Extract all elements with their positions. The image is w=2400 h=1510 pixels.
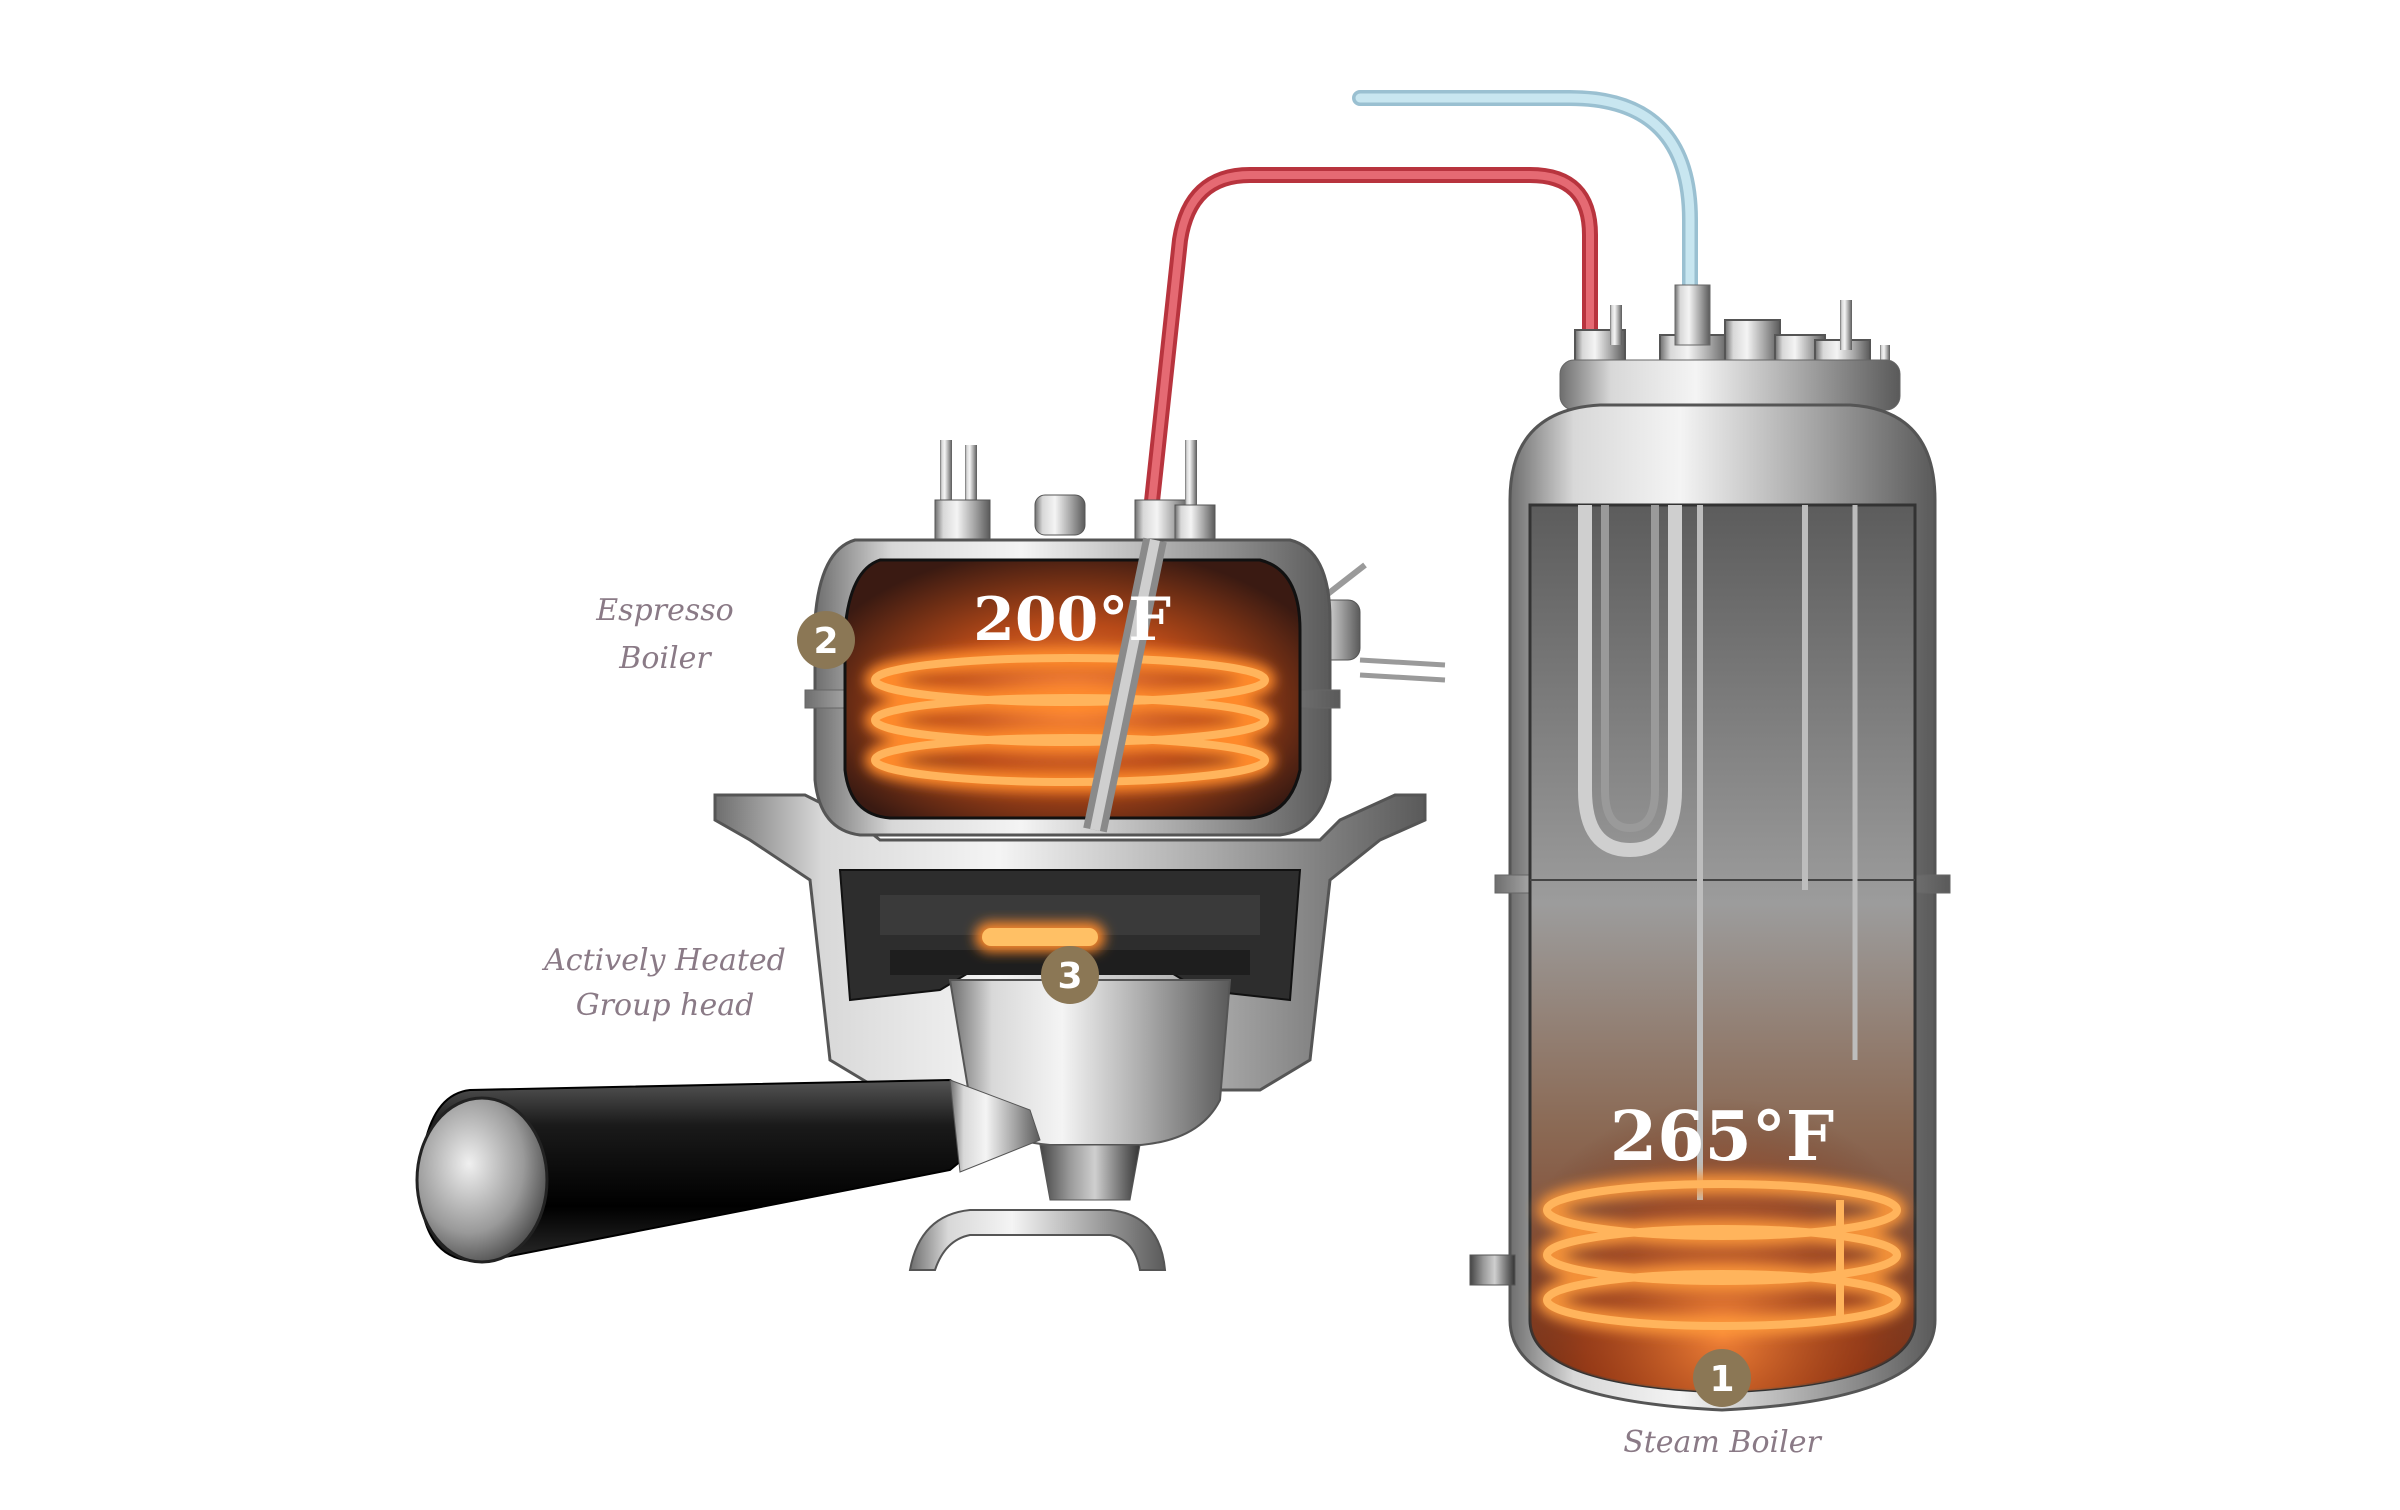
espresso-heating-coil (865, 648, 1275, 792)
group-head-assembly: 200°F (415, 440, 1446, 1271)
label-steam-boiler: Steam Boiler (1623, 1425, 1822, 1460)
steam-boiler-fittings (1559, 284, 1901, 411)
cold-water-pipe (1352, 90, 1698, 308)
badge-group-head: 3 (1041, 946, 1099, 1004)
label-group-head-line2: Group head (576, 988, 755, 1023)
label-group-head-line1: Actively Heated (541, 943, 786, 978)
steam-boiler: 265°F (1469, 284, 1951, 1412)
badge-number-1: 1 (1709, 1359, 1734, 1400)
badge-number-2: 2 (813, 621, 838, 662)
steam-boiler-probes (1578, 505, 1858, 1200)
label-espresso-boiler-line2: Boiler (618, 641, 712, 676)
espresso-boiler-fittings (934, 440, 1216, 546)
portafilter-handle (415, 1078, 1041, 1264)
hot-water-pipe (1142, 167, 1598, 528)
steam-heating-coil (1537, 1174, 1907, 1336)
badge-steam-boiler: 1 (1693, 1349, 1751, 1407)
group-head-heater (975, 922, 1105, 952)
steam-temperature: 265°F (1610, 1097, 1834, 1177)
label-espresso-boiler-line1: Espresso (595, 593, 733, 628)
espresso-temperature: 200°F (973, 585, 1171, 655)
badge-number-3: 3 (1057, 956, 1082, 997)
badge-espresso-boiler: 2 (797, 611, 855, 669)
